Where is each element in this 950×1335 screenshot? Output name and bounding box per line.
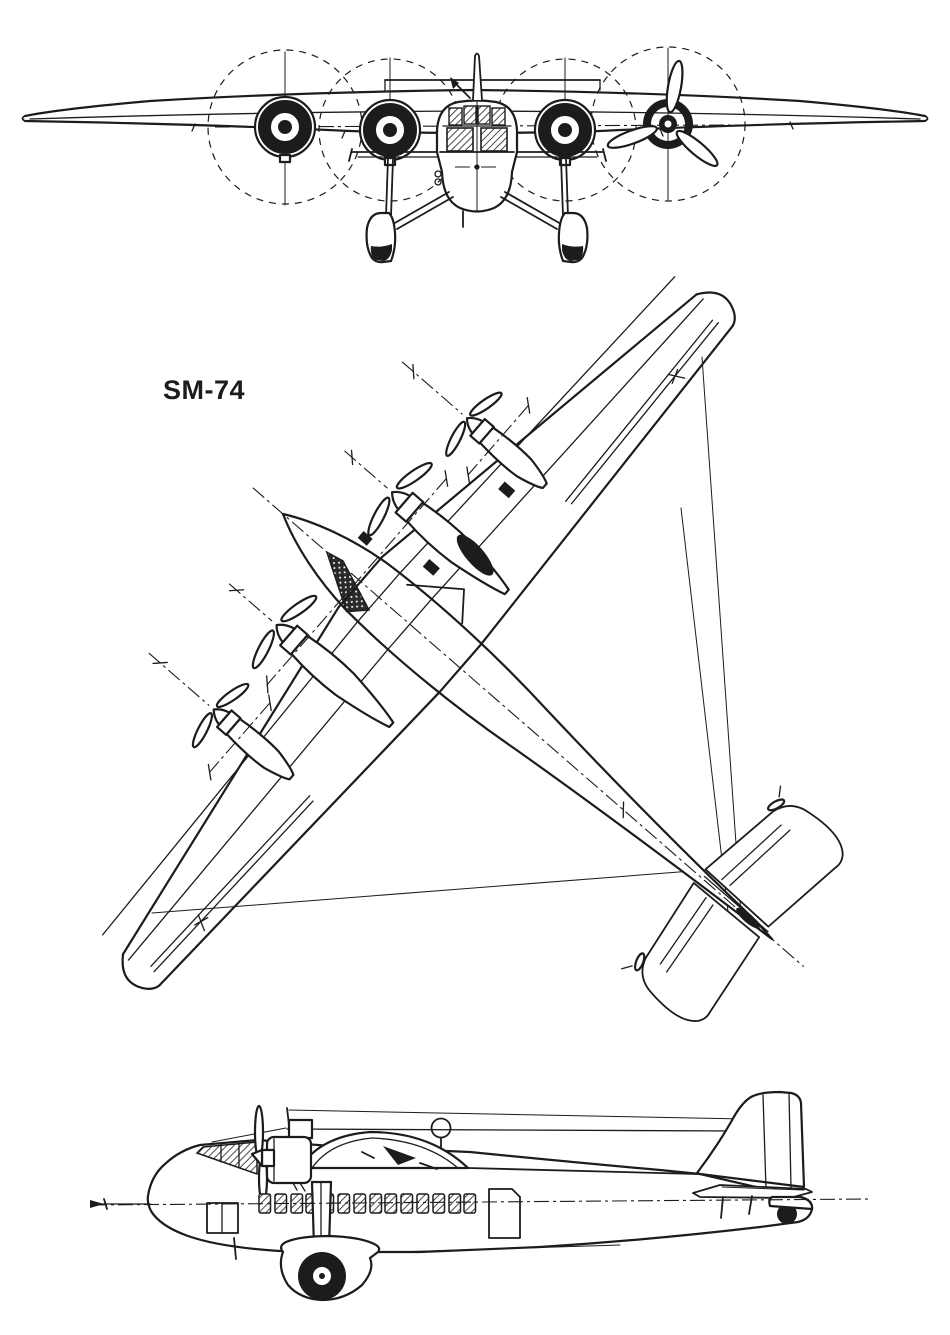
front-fuselage xyxy=(434,52,519,228)
engine-2-front xyxy=(360,100,420,165)
side-df-loop-antenna xyxy=(430,1117,452,1149)
top-view xyxy=(101,276,844,1022)
side-ventral-strake xyxy=(233,1237,237,1260)
front-landing-gear-right xyxy=(499,156,589,264)
side-fin-rudder xyxy=(695,1090,806,1190)
side-aft-door xyxy=(488,1188,521,1239)
plan-nacelle-struts xyxy=(406,583,465,625)
side-antenna-wire xyxy=(288,1109,746,1120)
side-pitot-probe xyxy=(90,1198,151,1210)
front-tailplane-line xyxy=(348,148,607,162)
plan-nacelle-exhaust xyxy=(456,534,494,576)
front-view xyxy=(21,46,929,264)
plan-nacelle-outer-port xyxy=(181,673,321,811)
plan-cockpit-glazing xyxy=(325,550,371,613)
side-engine xyxy=(250,1104,314,1204)
plan-nacelle-outer-starboard xyxy=(434,382,574,519)
engine-3-front xyxy=(535,100,595,165)
plan-aileron-starboard xyxy=(564,319,719,505)
side-view xyxy=(90,1090,871,1302)
side-forward-door xyxy=(206,1202,239,1234)
engine-4-propeller xyxy=(606,59,719,167)
plan-reference-lines xyxy=(151,356,742,921)
aircraft-model-label: SM-74 xyxy=(163,375,245,405)
side-wing-root xyxy=(298,1130,698,1175)
plan-centerline xyxy=(252,487,805,968)
plan-tailplane xyxy=(621,785,844,1022)
engine-1-front xyxy=(255,97,315,162)
plan-dimension-lines xyxy=(148,361,531,781)
plan-tailcone xyxy=(736,907,760,929)
front-landing-gear-left xyxy=(365,156,455,264)
side-wing-trailing-edge xyxy=(467,1167,698,1175)
plan-wing xyxy=(101,276,736,990)
front-cockpit-glazing xyxy=(446,105,508,152)
side-wing-top-line xyxy=(286,1128,740,1132)
side-landing-gear xyxy=(279,1180,381,1302)
front-fin xyxy=(472,52,483,101)
plan-aileron-port xyxy=(150,795,314,973)
